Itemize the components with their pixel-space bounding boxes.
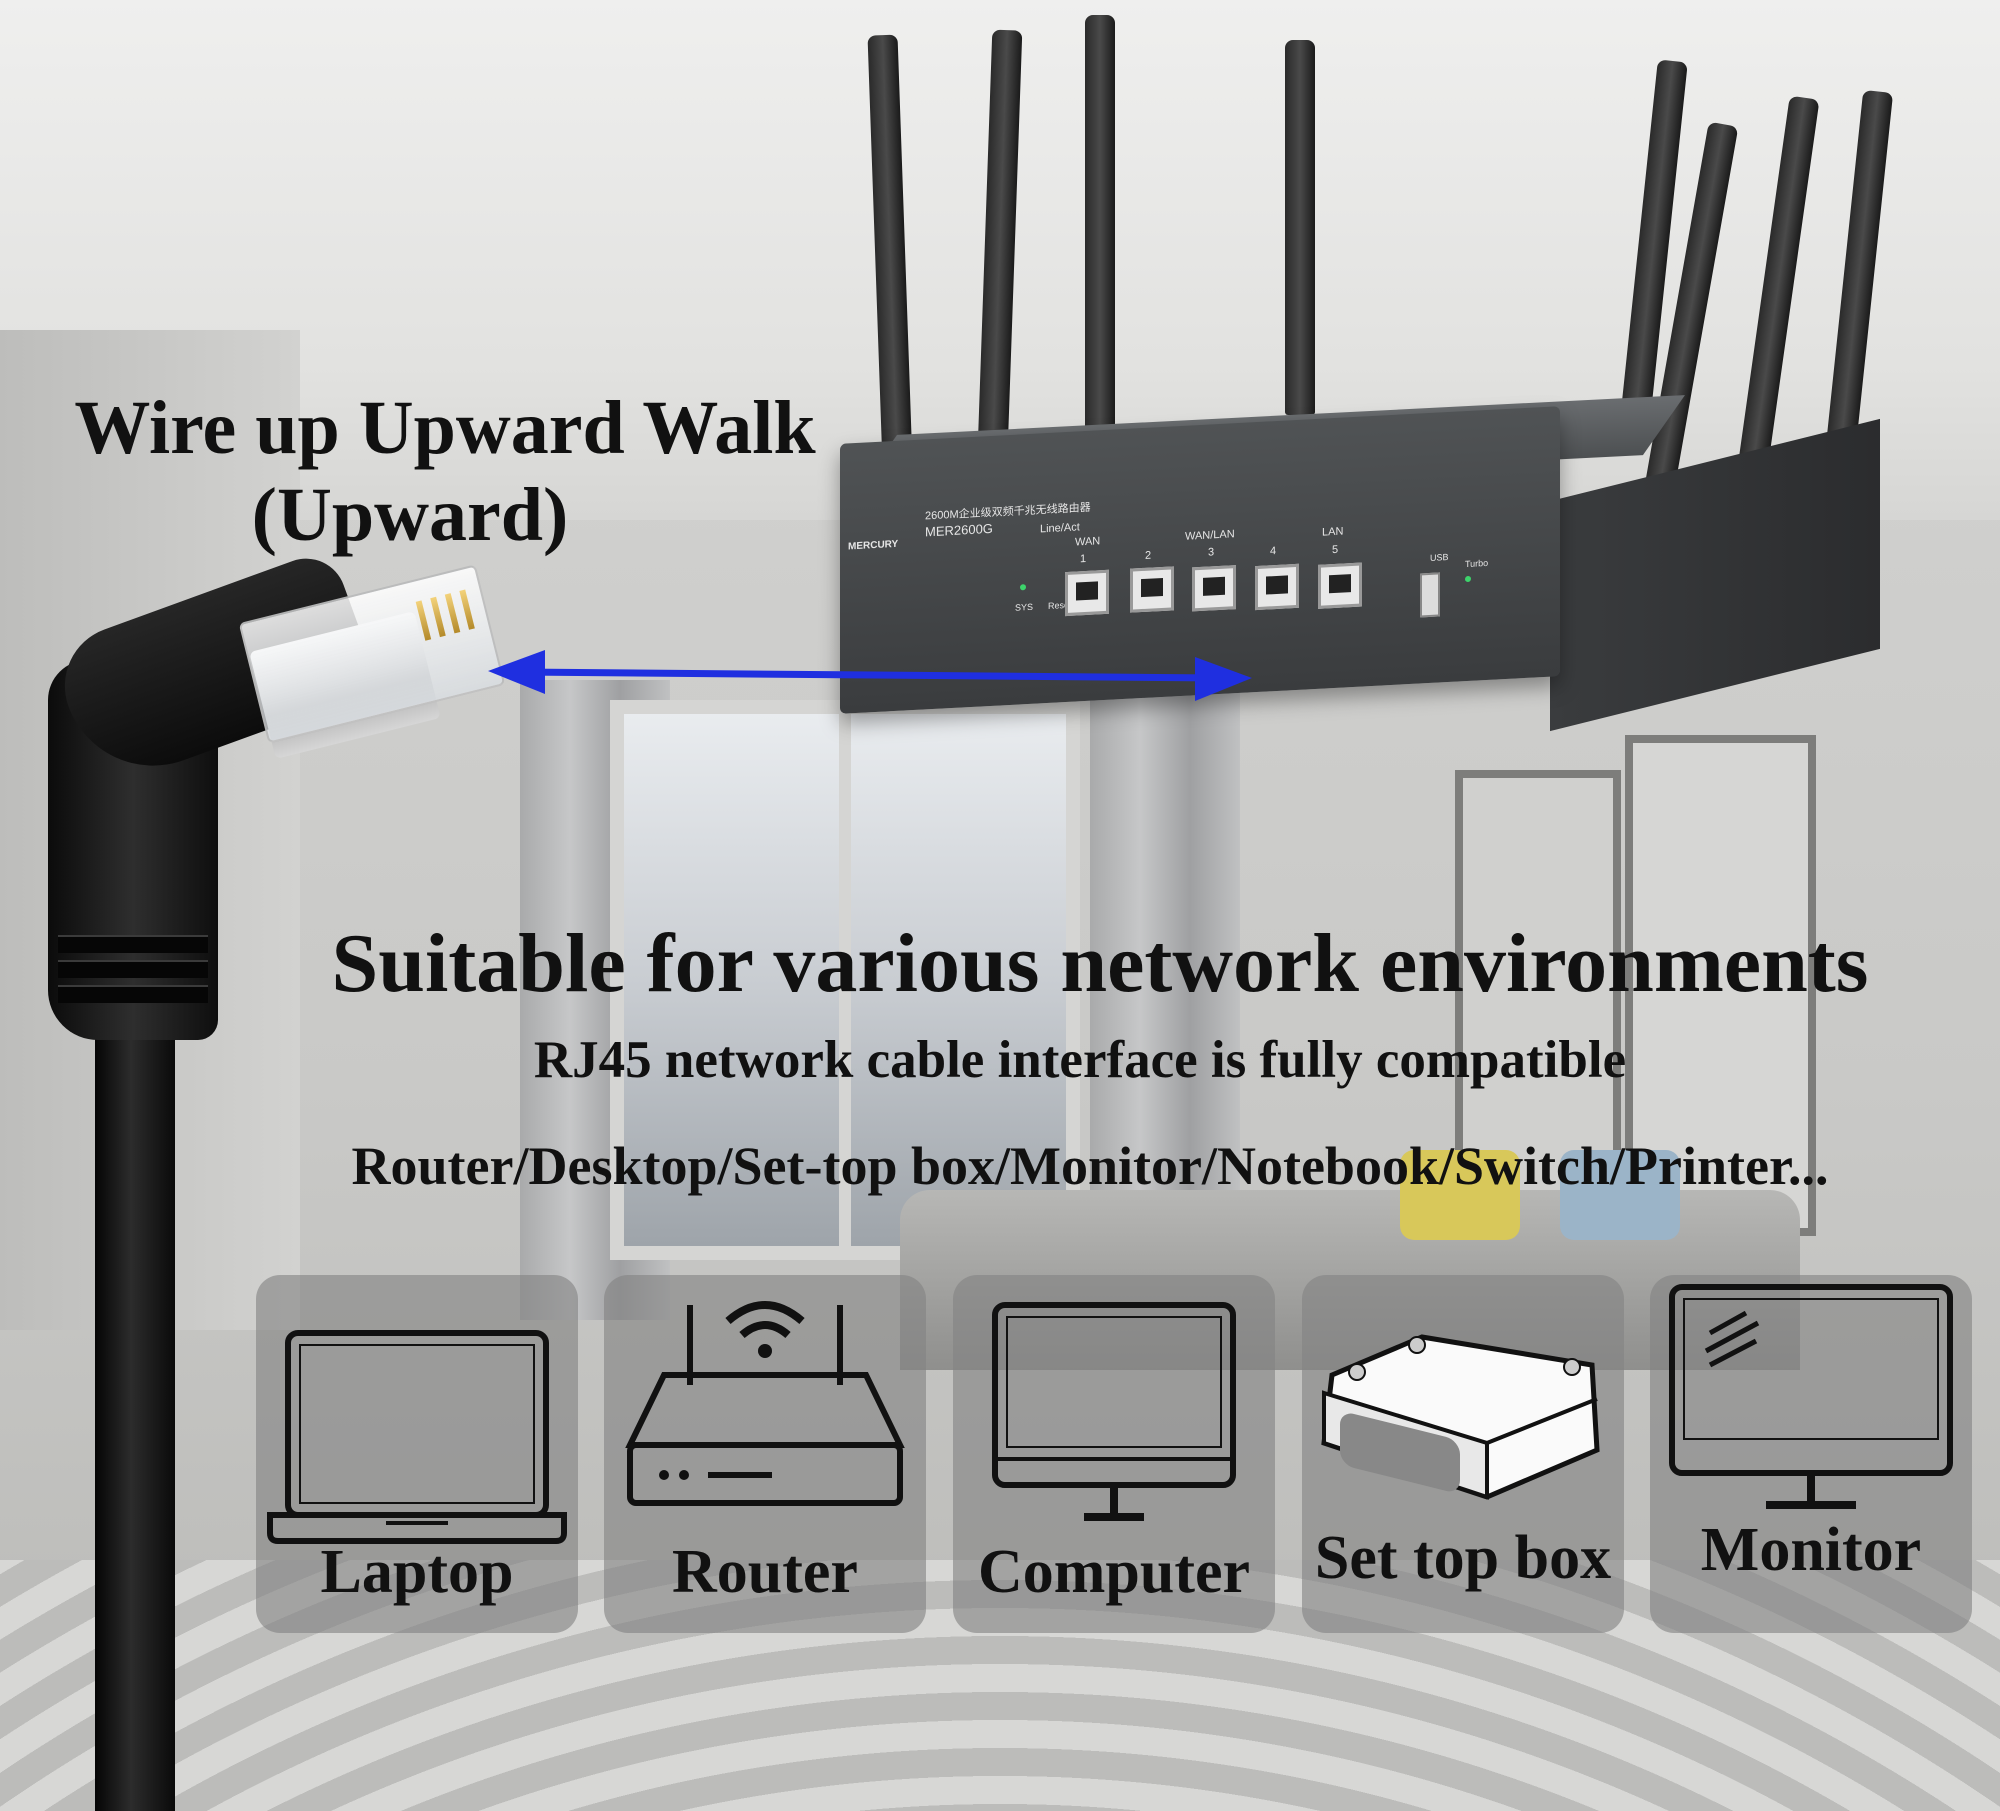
card-label-set-top-box: Set top box bbox=[1314, 1524, 1612, 1592]
device-card-set-top-box: Set top box bbox=[1302, 1275, 1624, 1633]
suitable-heading: Suitable for various network environment… bbox=[331, 917, 1869, 1010]
port-number: 5 bbox=[1332, 543, 1339, 557]
window bbox=[610, 700, 1080, 1260]
router-wan-label: WAN bbox=[1075, 535, 1101, 549]
device-card-computer: Computer bbox=[953, 1275, 1275, 1633]
router-model-cn: 2600M企业级双频千兆无线路由器 bbox=[925, 501, 1091, 523]
router-sys-label: SYS bbox=[1015, 601, 1034, 613]
turbo-led bbox=[1465, 575, 1471, 583]
device-card-monitor: Monitor bbox=[1650, 1275, 1972, 1633]
router-front-panel: MERCURY 2600M企业级双频千兆无线路由器 MER2600G Line/… bbox=[840, 406, 1560, 714]
antenna bbox=[867, 34, 913, 466]
ethernet-port-4 bbox=[1255, 563, 1299, 611]
blue-pillow bbox=[1560, 1150, 1680, 1240]
upward-title-line2: (Upward) bbox=[251, 473, 569, 558]
router-icon bbox=[625, 1301, 905, 1506]
router-usb-label: USB bbox=[1430, 551, 1449, 563]
port-number: 3 bbox=[1208, 546, 1215, 559]
router-turbo-label: Turbo bbox=[1465, 557, 1489, 570]
card-label-router: Router bbox=[672, 1538, 858, 1606]
router-lan-label: LAN bbox=[1322, 525, 1344, 539]
port-number: 1 bbox=[1080, 552, 1087, 566]
port-number: 2 bbox=[1145, 549, 1152, 562]
gold-pin bbox=[459, 589, 475, 630]
compatibility-subheading: RJ45 network cable interface is fully co… bbox=[533, 1031, 1627, 1089]
ethernet-port-1 bbox=[1065, 569, 1109, 617]
boot-ring bbox=[58, 935, 208, 953]
card-label-monitor: Monitor bbox=[1700, 1516, 1922, 1584]
computer-icon bbox=[992, 1302, 1236, 1521]
router-photo: MERCURY 2600M企业级双频千兆无线路由器 MER2600G Line/… bbox=[830, 15, 1960, 770]
gold-pin bbox=[430, 596, 446, 638]
ethernet-port-5 bbox=[1318, 562, 1362, 609]
sys-led bbox=[1020, 584, 1026, 591]
card-label-laptop: Laptop bbox=[320, 1538, 514, 1606]
antenna bbox=[1285, 40, 1315, 415]
gold-pin bbox=[444, 593, 461, 634]
port-number: 4 bbox=[1270, 545, 1277, 558]
device-list: Router/Desktop/Set-top box/Monitor/Noteb… bbox=[351, 1136, 1829, 1196]
antenna bbox=[1085, 15, 1115, 430]
card-label-computer: Computer bbox=[977, 1538, 1251, 1606]
laptop-icon bbox=[267, 1330, 567, 1544]
router-wanlan-label: WAN/LAN bbox=[1185, 528, 1235, 543]
boot-ring bbox=[58, 985, 208, 1003]
router-model: MER2600G bbox=[925, 520, 993, 540]
ethernet-port-2 bbox=[1130, 566, 1174, 613]
upward-title: Wire up Upward Walk (Upward) bbox=[30, 385, 860, 560]
set-top-box-icon bbox=[1321, 1334, 1600, 1500]
router-line-act-label: Line/Act bbox=[1040, 521, 1080, 536]
gold-pin bbox=[415, 600, 432, 641]
device-card-laptop: Laptop bbox=[256, 1275, 578, 1633]
yellow-pillow bbox=[1400, 1150, 1520, 1240]
ethernet-port-3 bbox=[1192, 565, 1236, 612]
boot-ring bbox=[58, 960, 208, 978]
upward-title-line1: Wire up Upward Walk bbox=[74, 386, 816, 470]
antenna bbox=[977, 29, 1023, 451]
monitor-icon bbox=[1669, 1284, 1953, 1509]
device-card-router: Router bbox=[604, 1275, 926, 1633]
router-side-panel bbox=[1550, 418, 1880, 732]
usb-port bbox=[1420, 572, 1440, 618]
